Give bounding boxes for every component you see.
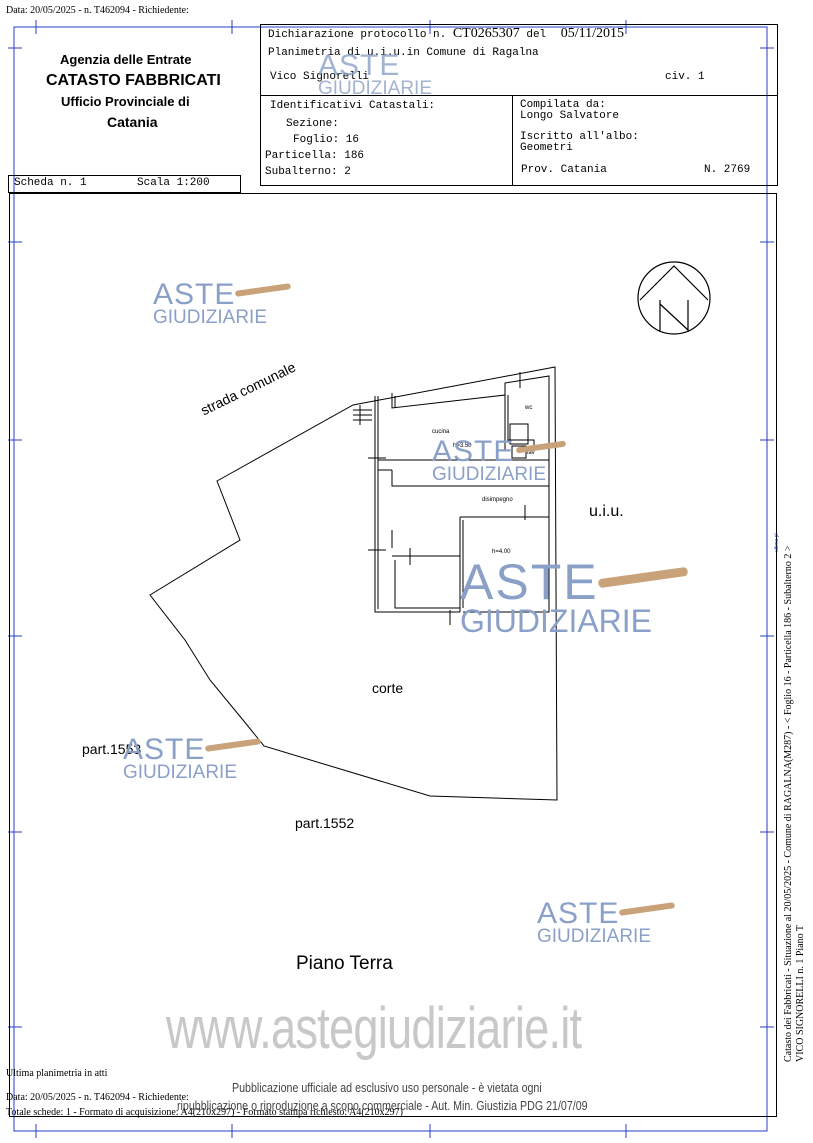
building-walls (353, 372, 550, 625)
scheda-number: Scheda n. 1 (14, 177, 87, 189)
civic-number: civ. 1 (665, 71, 705, 83)
catasto-title: CATASTO FABBRICATI (46, 72, 221, 89)
room-disimpegno: disimpegno (482, 497, 513, 503)
declaration-line: Dichiarazione protocollo n. CT0265307 de… (268, 26, 624, 42)
footer-totale: Totale schede: 1 - Formato di acquisizio… (6, 1107, 403, 1118)
aste-watermark-5: ASTE GIUDIZIARIE (537, 897, 676, 947)
watermark-aste: ASTE (537, 897, 620, 930)
uiu-label: u.i.u. (589, 503, 624, 520)
watermark-aste: ASTE (318, 49, 401, 82)
north-arrow (637, 261, 711, 335)
side-text-line1: Catasto dei Fabbricati - Situazione al 2… (783, 545, 794, 1062)
side-tiny-note: ultima pl (774, 533, 780, 552)
corte-label: corte (372, 680, 404, 696)
subalterno: Subalterno: 2 (265, 166, 351, 178)
aste-watermark-2: ASTE GIUDIZIARIE (432, 435, 567, 485)
parcel-1552: part.1552 (295, 815, 355, 831)
foglio: Foglio: 16 (293, 134, 360, 146)
floor-label: Piano Terra (296, 953, 393, 974)
watermark-giudiziarie: GIUDIZIARIE (123, 762, 238, 783)
notice-line1: Pubblicazione ufficiale ad esclusivo uso… (232, 1080, 542, 1095)
province: Prov. Catania (521, 164, 607, 176)
watermark-giudiziarie: GIUDIZIARIE (537, 926, 652, 947)
room-height: h=4.00 (492, 549, 511, 555)
site-watermark: www.astegiudiziarie.it (166, 996, 582, 1061)
identifiers-box (260, 95, 778, 186)
side-text-line2: VICO SIGNORELLI n. 1 Piano T (795, 924, 806, 1062)
agency-name: Agenzia delle Entrate (60, 52, 192, 67)
declaration-number: CT0265307 (452, 26, 520, 41)
aste-watermark-3: ASTE GIUDIZIARIE (460, 554, 689, 639)
footer-data: Data: 20/05/2025 - n. T462094 - Richiede… (6, 1092, 189, 1103)
watermark-aste: ASTE (432, 435, 515, 468)
room-cucina-height: h=3.50 (453, 443, 472, 449)
registration-number: N. 2769 (704, 164, 751, 176)
declaration-del: del (526, 29, 547, 41)
parcel-1553: part.1553 (82, 741, 142, 757)
particella: Particella: 186 (265, 150, 365, 162)
aste-watermark-4: ASTE GIUDIZIARIE (123, 733, 262, 783)
lot-outline (149, 366, 558, 801)
declaration-label: Dichiarazione protocollo n. (268, 29, 447, 41)
identifiers-title: Identificativi Catastali: (270, 100, 436, 112)
drawing-frame (9, 193, 777, 1117)
room-cucina: cucina (432, 429, 450, 435)
room-lav: lav (527, 450, 535, 456)
notice-line2: ripubblicazione o riproduzione a scopo c… (177, 1098, 588, 1113)
aste-watermark-1: ASTE GIUDIZIARIE (153, 278, 292, 328)
watermark-giudiziarie: GIUDIZIARIE (460, 603, 653, 639)
sezione: Sezione: (286, 118, 339, 130)
scheda-box (8, 175, 241, 193)
watermark-giudiziarie: GIUDIZIARIE (432, 464, 547, 485)
office-city: Catania (107, 114, 158, 130)
declaration-date: 05/11/2015 (560, 26, 625, 41)
watermark-giudiziarie: GIUDIZIARIE (318, 78, 433, 99)
watermark-aste: ASTE (460, 554, 599, 610)
watermark-giudiziarie: GIUDIZIARIE (153, 307, 268, 328)
room-wc: wc (525, 405, 533, 411)
scale: Scala 1:200 (137, 177, 210, 189)
albo-value: Geometri (520, 142, 573, 154)
footer-ultima: Ultima planimetria in atti (6, 1068, 108, 1079)
compilata-label: Compilata da: (520, 99, 606, 111)
aste-watermark-header: ASTE GIUDIZIARIE (258, 49, 433, 99)
watermark-aste: ASTE (123, 733, 206, 766)
address: Vico Signorelli (270, 71, 370, 83)
watermark-aste: ASTE (153, 278, 236, 311)
albo-label: Iscritto all'albo: (520, 131, 639, 143)
box-divider (512, 95, 513, 186)
compiler-name: Longo Salvatore (520, 110, 620, 122)
header-note: Data: 20/05/2025 - n. T462094 - Richiede… (6, 5, 189, 16)
planimetry-line: Planimetria di u.i.u.in Comune di Ragaln… (268, 47, 539, 59)
office-label: Ufficio Provinciale di (61, 94, 190, 109)
